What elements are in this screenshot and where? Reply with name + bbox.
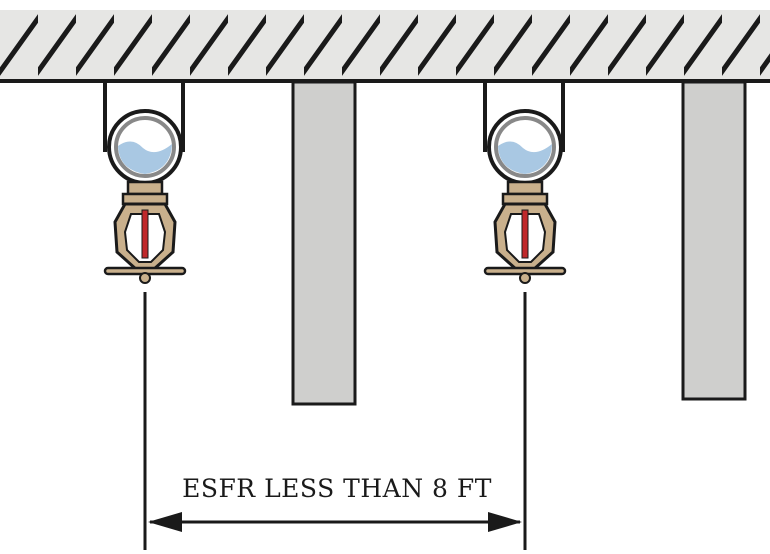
beam-1 bbox=[291, 80, 357, 406]
sprinkler-2 bbox=[483, 80, 567, 285]
arrow-right-icon bbox=[488, 512, 522, 532]
sprinkler-1 bbox=[103, 80, 187, 285]
ceiling bbox=[0, 0, 770, 83]
dimension-label: ESFR LESS THAN 8 FT bbox=[182, 474, 492, 503]
arrow-left-icon bbox=[148, 512, 182, 532]
beam-2 bbox=[681, 80, 747, 401]
dimension: ESFR LESS THAN 8 FT bbox=[143, 292, 527, 550]
